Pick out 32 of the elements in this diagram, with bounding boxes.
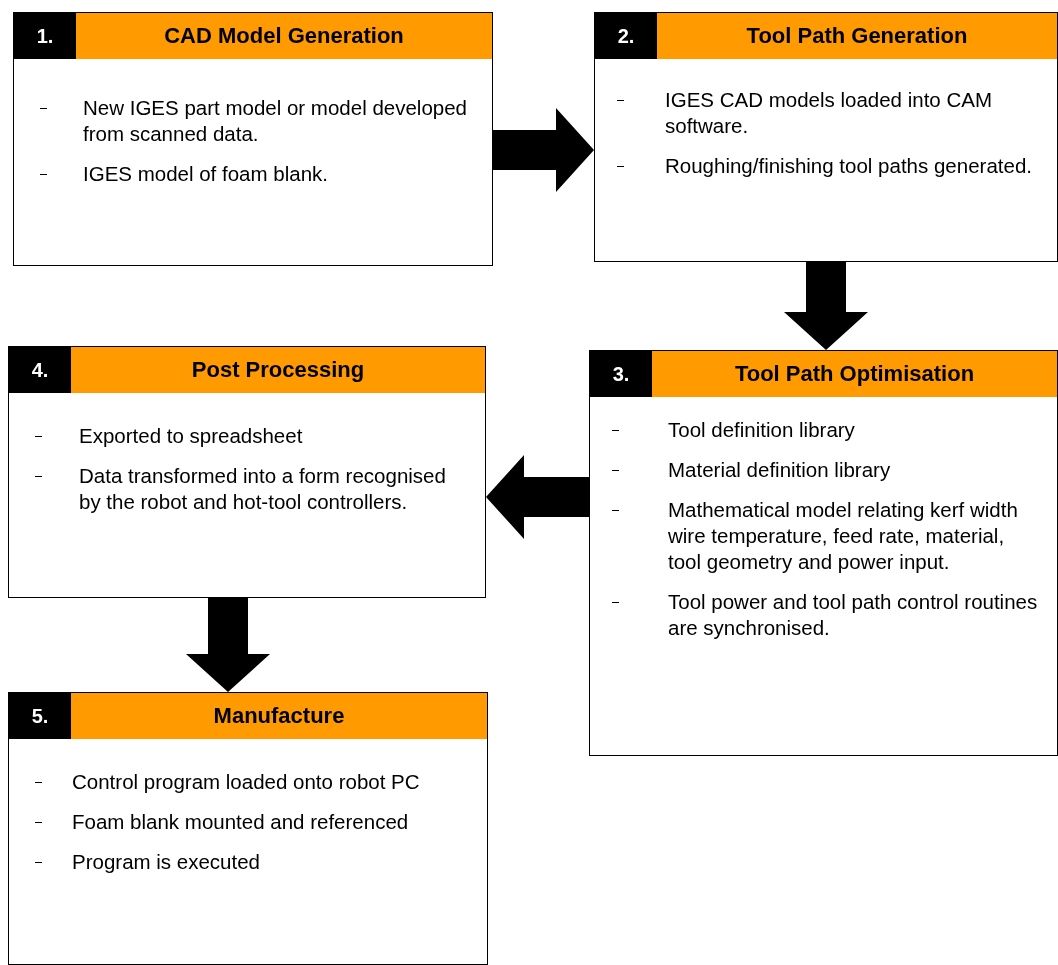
bullet-text: Control program loaded onto robot PC [72, 769, 421, 795]
bullet-text: Roughing/finishing tool paths generated. [665, 153, 1033, 179]
step-card [8, 346, 486, 598]
step-card [589, 350, 1058, 756]
bullet-text: Material definition library [668, 457, 892, 483]
step-number: 2. [595, 13, 657, 59]
step-title: Manufacture [71, 693, 487, 739]
block-arrow [486, 455, 589, 539]
bullet-text: Data transformed into a form recognised by the robot and hot-tool controllers. [79, 463, 447, 515]
bullet-text: Tool definition library [668, 417, 856, 443]
step-card [594, 12, 1058, 262]
step-title: Post Processing [71, 347, 485, 393]
bullet-text: Foam blank mounted and referenced [72, 809, 410, 835]
bullet-text: Tool power and tool path control routines are synchronised. [668, 589, 1039, 641]
block-arrow [186, 598, 270, 692]
bullet-text: Exported to spreadsheet [79, 423, 304, 449]
block-arrow [784, 262, 868, 350]
bullet-text: Mathematical model relating kerf width wire temperature, feed rate, material, tool geometry and power input. [668, 497, 1019, 575]
bullet-text: New IGES part model or model developed from scanned data. [83, 95, 468, 147]
step-card [13, 12, 493, 266]
step-card [8, 692, 488, 965]
bullet-text: IGES model of foam blank. [83, 161, 329, 187]
bullet-text: IGES CAD models loaded into CAM software. [665, 87, 993, 139]
step-number: 5. [9, 693, 71, 739]
block-arrow [493, 108, 594, 192]
step-number: 4. [9, 347, 71, 393]
bullet-text: Program is executed [72, 849, 261, 875]
step-title: CAD Model Generation [76, 13, 492, 59]
step-number: 3. [590, 351, 652, 397]
step-title: Tool Path Optimisation [652, 351, 1057, 397]
step-number: 1. [14, 13, 76, 59]
step-title: Tool Path Generation [657, 13, 1057, 59]
